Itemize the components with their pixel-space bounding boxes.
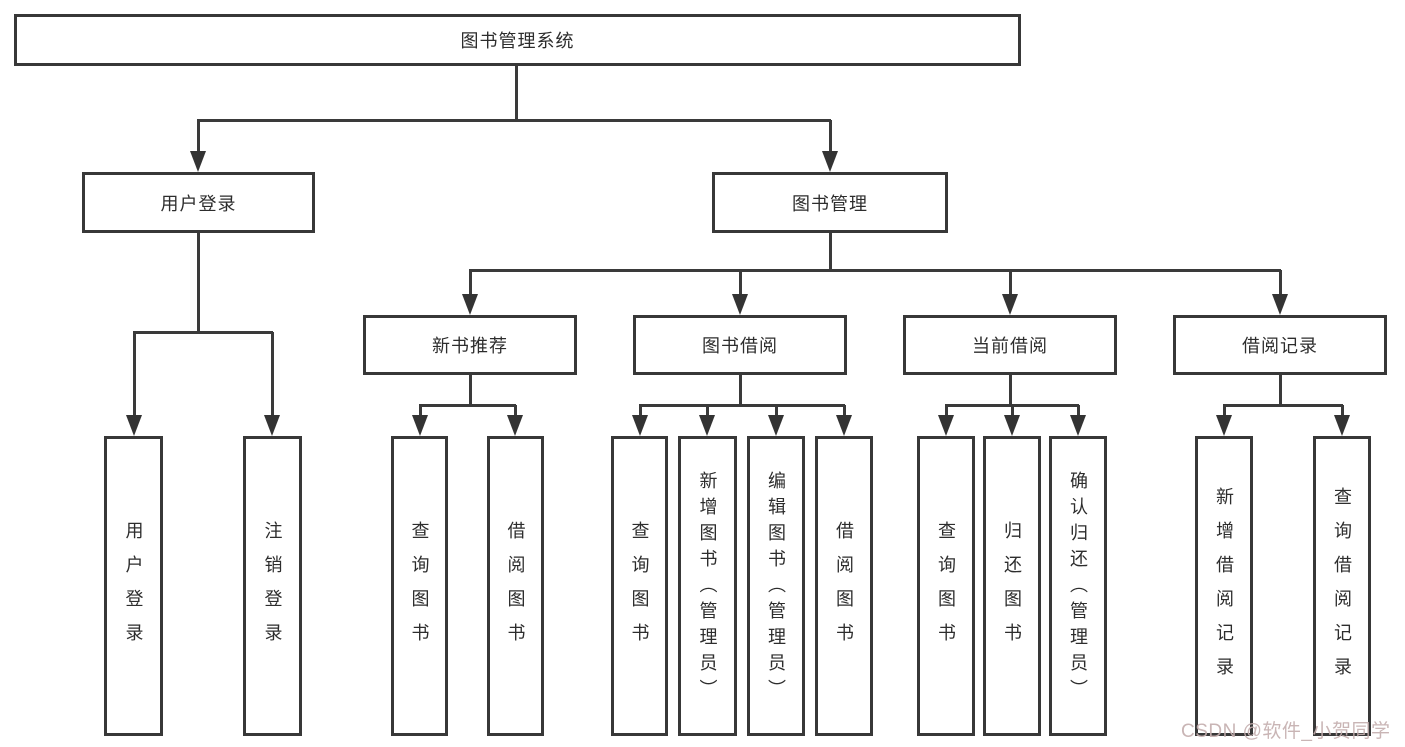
connector-line xyxy=(639,405,642,418)
leaf-query-book-1: 查询图书 xyxy=(391,436,448,736)
connector-line xyxy=(1279,375,1282,407)
arrow-down-icon xyxy=(836,415,852,436)
arrow-down-icon xyxy=(1002,294,1018,315)
arrow-down-icon xyxy=(1004,415,1020,436)
arrow-down-icon xyxy=(768,415,784,436)
leaf-add-borrow-record: 新增借阅记录 xyxy=(1195,436,1253,736)
arrow-down-icon xyxy=(264,415,280,436)
connector-line xyxy=(843,405,846,418)
connector-line xyxy=(1009,270,1012,297)
leaf-edit-book-admin: 编辑图书（管理员） xyxy=(747,436,805,736)
leaf-borrow-book-1: 借阅图书 xyxy=(487,436,544,736)
connector-line xyxy=(829,233,832,272)
connector-line xyxy=(639,404,845,407)
connector-line xyxy=(1223,404,1343,407)
connector-line xyxy=(739,375,742,407)
connector-line xyxy=(706,405,709,418)
connector-line xyxy=(739,270,742,297)
connector-line xyxy=(1077,405,1080,418)
connector-line xyxy=(469,375,472,407)
connector-line xyxy=(469,269,1281,272)
connector-line xyxy=(197,119,831,122)
connector-line xyxy=(1341,405,1344,418)
leaf-user-login: 用户登录 xyxy=(104,436,163,736)
connector-line xyxy=(1009,375,1012,407)
connector-line xyxy=(829,120,832,155)
csdn-watermark: CSDN @软件_小贺同学 xyxy=(1181,721,1391,742)
connector-line xyxy=(133,332,136,418)
node-current-borrow: 当前借阅 xyxy=(903,315,1117,375)
leaf-add-book-admin: 新增图书（管理员） xyxy=(678,436,737,736)
node-borrow-records: 借阅记录 xyxy=(1173,315,1387,375)
arrow-down-icon xyxy=(190,151,206,172)
arrow-down-icon xyxy=(938,415,954,436)
node-book-borrow: 图书借阅 xyxy=(633,315,847,375)
connector-line xyxy=(197,120,200,155)
connector-line xyxy=(419,404,516,407)
connector-line xyxy=(133,331,273,334)
arrow-down-icon xyxy=(732,294,748,315)
arrow-down-icon xyxy=(822,151,838,172)
leaf-return-book: 归还图书 xyxy=(983,436,1041,736)
leaf-query-book-2: 查询图书 xyxy=(611,436,668,736)
leaf-logout: 注销登录 xyxy=(243,436,302,736)
arrow-down-icon xyxy=(1272,294,1288,315)
connector-line xyxy=(514,405,517,418)
connector-line xyxy=(1223,405,1226,418)
connector-line xyxy=(1011,405,1014,418)
arrow-down-icon xyxy=(412,415,428,436)
node-user-login: 用户登录 xyxy=(82,172,315,233)
connector-line xyxy=(945,404,1079,407)
arrow-down-icon xyxy=(699,415,715,436)
arrow-down-icon xyxy=(1070,415,1086,436)
connector-line xyxy=(515,65,518,121)
connector-line xyxy=(1279,270,1282,297)
node-book-management: 图书管理 xyxy=(712,172,948,233)
connector-line xyxy=(419,405,422,418)
connector-line xyxy=(775,405,778,418)
connector-line xyxy=(197,233,200,334)
arrow-down-icon xyxy=(1334,415,1350,436)
leaf-confirm-return-admin: 确认归还（管理员） xyxy=(1049,436,1107,736)
node-new-book-recommend: 新书推荐 xyxy=(363,315,577,375)
node-root: 图书管理系统 xyxy=(14,14,1021,66)
arrow-down-icon xyxy=(126,415,142,436)
arrow-down-icon xyxy=(507,415,523,436)
leaf-borrow-book-2: 借阅图书 xyxy=(815,436,873,736)
connector-line xyxy=(945,405,948,418)
arrow-down-icon xyxy=(462,294,478,315)
arrow-down-icon xyxy=(1216,415,1232,436)
connector-line xyxy=(469,270,472,297)
arrow-down-icon xyxy=(632,415,648,436)
leaf-query-borrow-record: 查询借阅记录 xyxy=(1313,436,1371,736)
connector-line xyxy=(271,332,274,418)
leaf-query-book-3: 查询图书 xyxy=(917,436,975,736)
